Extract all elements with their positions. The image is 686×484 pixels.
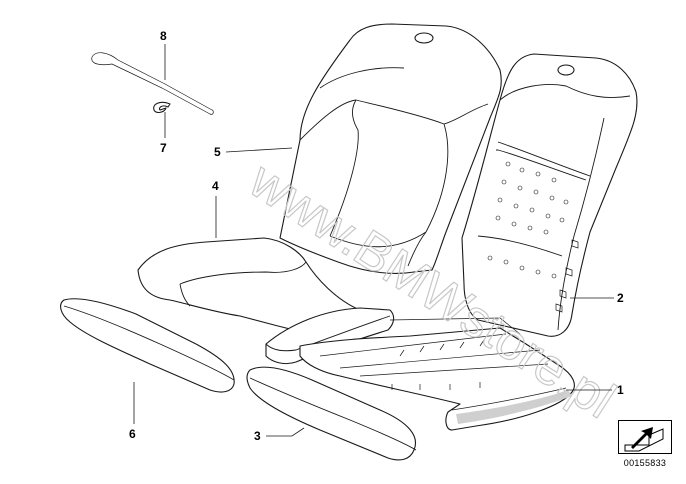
callout-3: 3 — [254, 429, 261, 443]
leader-lines — [133, 44, 614, 437]
arrow-into-box-icon — [624, 427, 664, 452]
callout-7: 7 — [160, 141, 167, 155]
part-6-side-bolster — [60, 298, 235, 393]
part-7-clip — [153, 101, 171, 113]
part-1-seat-frame — [299, 317, 575, 431]
part-8-wire — [91, 52, 214, 115]
callout-6: 6 — [129, 427, 136, 441]
part-3-side-bolster — [246, 366, 417, 461]
callout-4: 4 — [212, 179, 219, 193]
foam-perforations — [487, 161, 569, 279]
callout-8: 8 — [160, 29, 167, 43]
part-5-backrest-cover — [279, 23, 502, 274]
part-4-bolster — [265, 307, 395, 365]
part-2-backrest-frame — [461, 53, 638, 337]
reference-box — [618, 420, 672, 454]
callout-1: 1 — [617, 383, 624, 397]
callout-5: 5 — [214, 145, 221, 159]
callout-2: 2 — [617, 291, 624, 305]
reference-code: 00155833 — [623, 458, 667, 468]
